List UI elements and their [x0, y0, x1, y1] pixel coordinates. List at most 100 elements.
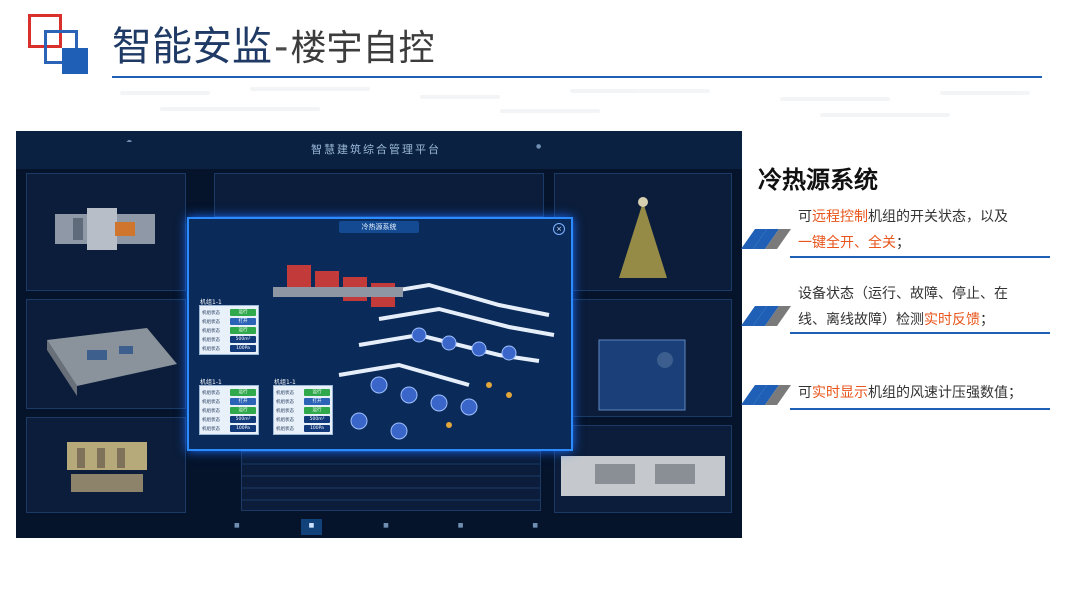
sensor-cone-illustration [619, 197, 667, 278]
unit-row-key: 机组状态 [202, 426, 220, 432]
chiller-plant-illustration [273, 265, 555, 440]
unit-row-value: 500m³ [230, 336, 256, 343]
text-highlight: 远程控制 [812, 209, 868, 225]
unit-row-value: 运行 [230, 327, 256, 334]
logo-filled-square [62, 48, 88, 74]
unit-row-value: 打开 [304, 398, 330, 405]
feature-line: 可实时显示机组的风速计压强数值； [798, 380, 1022, 406]
unit-row: 机组状态 500m³ [202, 335, 256, 344]
floorplan-illustration [47, 328, 177, 396]
unit-row: 机组状态运行 [202, 406, 256, 415]
topbar-status: ● [536, 143, 542, 150]
platform-title: 智慧建筑综合管理平台 [311, 143, 441, 156]
logo-blue-square [44, 30, 78, 64]
text-plain: ； [980, 312, 994, 328]
unit-row-value: 打开 [230, 318, 256, 325]
unit-row: 机组状态 500m³ [276, 415, 330, 424]
unit-row-value: 运行 [230, 309, 256, 316]
feature-item-3: 可实时显示机组的风速计压强数值； [798, 380, 1022, 406]
tank-illustration [598, 339, 686, 411]
dashboard-topbar: ☁ 智慧建筑综合管理平台 ● [16, 131, 742, 169]
unit-card-title: 机组1-1 [200, 379, 222, 386]
unit-row-key: 机组状态 [202, 310, 220, 316]
unit-row-value: 运行 [230, 389, 256, 396]
panel-mid-left [26, 299, 186, 409]
nav-tab-4[interactable]: ■ [457, 522, 464, 529]
unit-row-value: 打开 [230, 398, 256, 405]
cold-heat-source-modal: 冷热源系统 × [187, 217, 573, 451]
unit-row-key: 机组状态 [202, 399, 220, 405]
text-plain: ； [896, 235, 910, 251]
unit-row-value: 100Pa [304, 425, 330, 432]
unit-row: 机组状态 打开 [202, 317, 256, 326]
unit-row-value: 500m³ [304, 416, 330, 423]
unit-row-key: 机组状态 [276, 390, 294, 396]
equipment-room-illustration [561, 456, 725, 496]
unit-row: 机组状态 打开 [202, 397, 256, 406]
page-title: 智能安监-楼宇自控 [112, 20, 434, 76]
unit-row-key: 机组状态 [202, 417, 220, 423]
weather-widget: ☁ [126, 137, 132, 144]
unit-card-title: 机组1-1 [274, 379, 296, 386]
text-plain: 线、离线故障）检测 [798, 312, 924, 328]
panel-bottom-left [26, 417, 186, 513]
unit-row-key: 机组状态 [202, 337, 220, 343]
unit-row-key: 机组状态 [202, 319, 220, 325]
panel-top-left [26, 173, 186, 291]
unit-row-value: 500m³ [230, 416, 256, 423]
feature-line: 一键全开、全关； [798, 230, 1008, 256]
panel-bottom-right [554, 425, 732, 513]
nav-tab-3[interactable]: ■ [383, 522, 389, 529]
unit-row: 机组状态运行 [202, 388, 256, 397]
unit-row-value: 运行 [304, 407, 330, 414]
close-icon[interactable]: × [553, 223, 565, 235]
unit-row-key: 机组状态 [276, 399, 294, 405]
chiller-illustration [67, 442, 147, 492]
feature-underline [790, 256, 1050, 258]
text-plain: 可 [798, 209, 812, 225]
unit-row-key: 机组状态 [202, 328, 220, 334]
faint-decoration [100, 85, 1060, 125]
chevron-bullet-icon [740, 229, 792, 249]
title-dash: - [274, 24, 289, 70]
unit-row: 机组状态 运行 [276, 406, 330, 415]
feature-item-1: 可远程控制机组的开关状态，以及 一键全开、全关； [798, 204, 1008, 256]
feature-line: 设备状态（运行、故障、停止、在 [798, 281, 1008, 307]
section-title: 冷热源系统 [758, 166, 878, 194]
text-highlight: 实时显示 [812, 385, 868, 401]
feature-item-2: 设备状态（运行、故障、停止、在 线、离线故障）检测实时反馈； [798, 281, 1008, 333]
feature-line: 可远程控制机组的开关状态，以及 [798, 204, 1008, 230]
nav-tab-5[interactable]: ■ [532, 522, 538, 529]
unit-row-value: 100Pa [230, 345, 256, 352]
dashboard-bottom-nav: ■ ■ ■ ■ ■ [226, 519, 546, 535]
chevron-bullet-icon [740, 306, 792, 326]
nav-tab-2[interactable]: ■ [300, 519, 323, 535]
feature-line: 线、离线故障）检测实时反馈； [798, 307, 1008, 333]
panel-top-center [214, 173, 544, 217]
data-table-illustration [242, 463, 540, 501]
unit-row-key: 机组状态 [276, 417, 294, 423]
panel-top-right [554, 173, 732, 291]
unit-row-key: 机组状态 [202, 408, 220, 414]
feature-underline [790, 332, 1050, 334]
text-highlight: 实时反馈 [924, 312, 980, 328]
unit-row: 机组状态运行 [276, 388, 330, 397]
chevron-bullet-icon [740, 385, 792, 405]
unit-row: 机组状态 打开 [276, 397, 330, 406]
unit-row: 机组状态 100Pa [202, 344, 256, 353]
unit-row: 机组状态 运行 [202, 308, 256, 317]
unit-row-key: 机组状态 [276, 408, 294, 414]
unit-row: 机组状态 500m³ [202, 415, 256, 424]
dashboard-screenshot: ☁ 智慧建筑综合管理平台 ● [16, 131, 742, 538]
nav-tab-1[interactable]: ■ [234, 522, 240, 529]
title-underline [112, 76, 1042, 78]
panel-mid-right [554, 299, 732, 417]
unit-row-key: 机组状态 [276, 426, 294, 432]
ahu-illustration [55, 208, 155, 250]
logo [28, 14, 96, 76]
unit-row-key: 机组状态 [202, 346, 220, 352]
text-plain: 机组的开关状态，以及 [868, 209, 1008, 225]
